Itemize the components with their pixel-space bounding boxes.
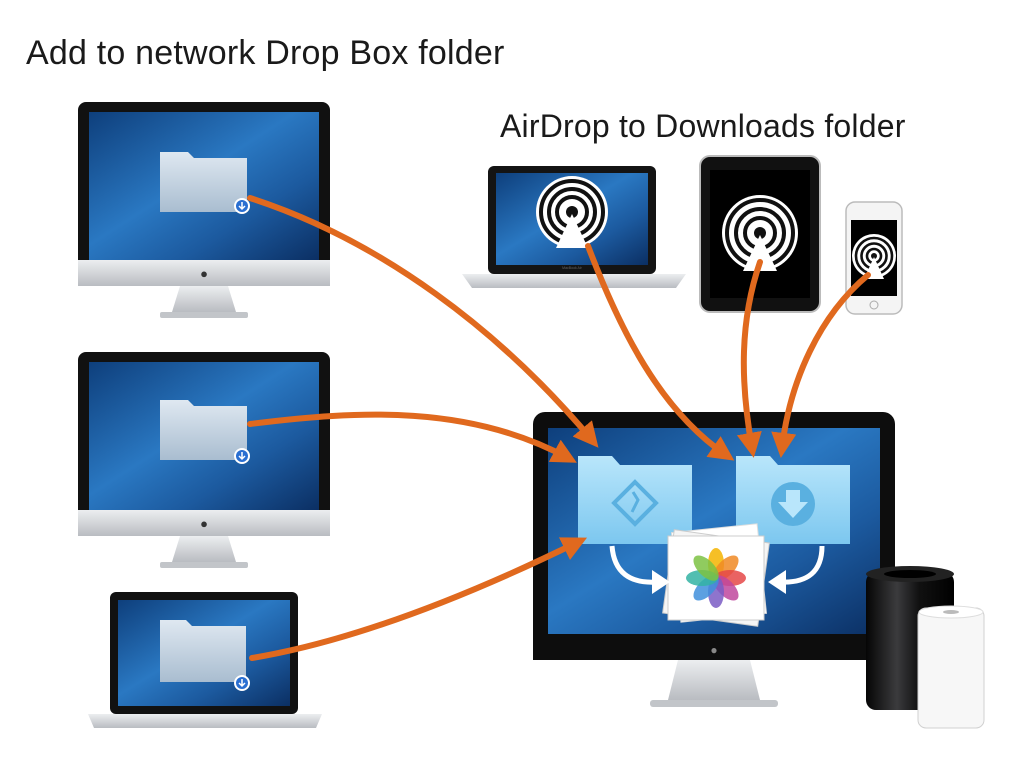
imac-left-top: ●	[78, 102, 330, 318]
title-airdrop-downloads: AirDrop to Downloads folder	[500, 108, 906, 144]
title-add-to-dropbox: Add to network Drop Box folder	[26, 34, 505, 72]
airdrop-icon	[852, 234, 896, 279]
arrow-iphone-to-downloads	[771, 272, 871, 459]
arrow-imac2-to-dropbox	[247, 411, 577, 463]
photos-icon	[662, 523, 770, 627]
iphone	[845, 201, 903, 315]
airport-extreme	[917, 605, 985, 729]
imac-left-middle: ●	[78, 352, 330, 568]
macbook-air: MacBook Air	[462, 166, 686, 288]
apple-logo-icon: ●	[200, 516, 208, 531]
apple-logo-icon: ●	[710, 643, 717, 657]
download-badge-icon	[234, 198, 250, 214]
device-label-macbook-air: MacBook Air	[562, 266, 582, 270]
folder-icon	[160, 620, 246, 682]
arrow-air-to-downloads	[585, 243, 735, 461]
airdrop-icon	[536, 176, 608, 248]
arrow-ipad-to-downloads	[736, 259, 763, 458]
thunderbolt-display: ●	[533, 412, 895, 707]
macbook-pro-left	[88, 592, 322, 728]
dropbox-folder-icon	[578, 456, 692, 544]
arrow-laptop-to-dropbox	[249, 537, 588, 661]
download-badge-icon	[234, 448, 250, 464]
connection-arrows	[247, 195, 871, 661]
downloads-folder-icon	[736, 456, 850, 544]
folder-icon	[160, 152, 247, 212]
arrow-imac1-to-dropbox	[247, 195, 599, 448]
ipad	[699, 155, 821, 313]
folder-icon	[160, 400, 247, 460]
download-badge-icon	[234, 675, 250, 691]
apple-logo-icon: ●	[200, 266, 208, 281]
airdrop-icon	[722, 195, 798, 271]
